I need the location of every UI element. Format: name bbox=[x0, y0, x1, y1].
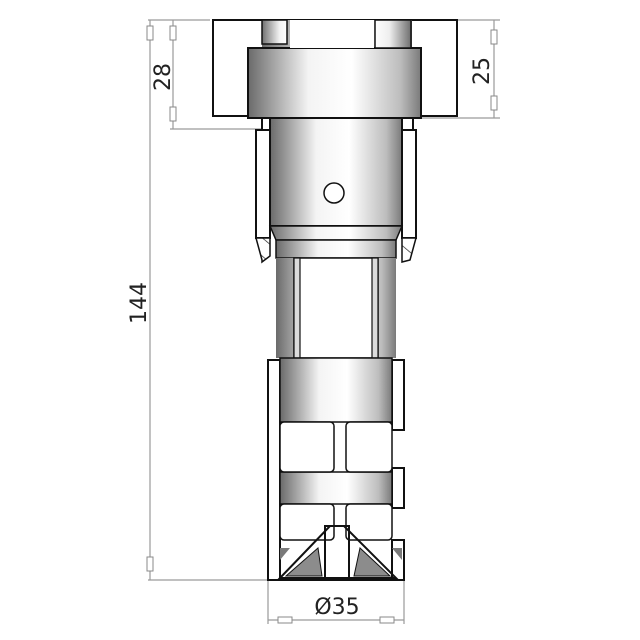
upper-body bbox=[255, 117, 417, 264]
bottom-cone bbox=[268, 525, 404, 581]
dim-diameter-35-label: Ø35 bbox=[314, 595, 359, 620]
cross-hole bbox=[323, 182, 345, 204]
dim-28-label: 28 bbox=[151, 63, 176, 91]
dim-144-label: 144 bbox=[127, 282, 152, 324]
neck-section bbox=[276, 257, 396, 359]
dimension-lines bbox=[146, 19, 500, 624]
dim-25-label: 25 bbox=[470, 57, 495, 85]
lower-body bbox=[267, 357, 405, 581]
head-section bbox=[212, 19, 458, 131]
